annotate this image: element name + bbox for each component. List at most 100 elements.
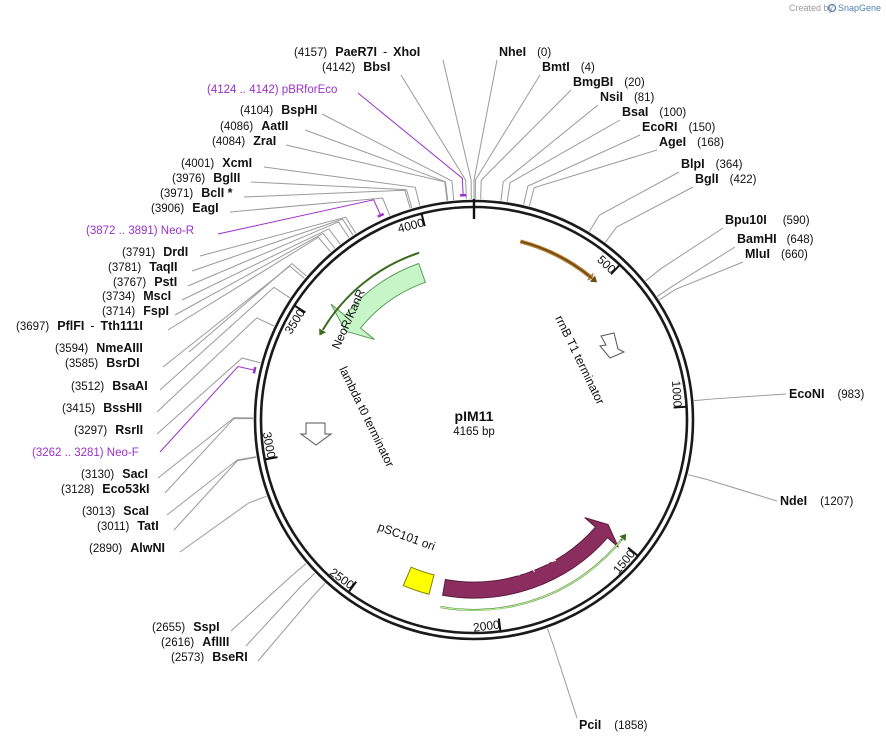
enzyme-label[interactable]: (2890)AlwNI bbox=[89, 541, 165, 555]
enzyme-label[interactable]: (3130)SacI bbox=[81, 467, 148, 481]
enzyme-leader-line bbox=[659, 261, 744, 301]
enzyme-label[interactable]: BmgBI(20) bbox=[573, 75, 645, 89]
enzyme-leader-line bbox=[187, 221, 350, 287]
enzyme-label[interactable]: (3011)TatI bbox=[97, 519, 159, 533]
rrnb-feature-arc[interactable] bbox=[519, 239, 594, 281]
enzyme-label[interactable]: (3297)RsrII bbox=[74, 423, 143, 437]
enzyme-leader-line bbox=[588, 171, 680, 232]
enzyme-label[interactable]: (3697)PflFI-Tth111I bbox=[16, 319, 143, 333]
enzyme-label[interactable]: NdeI(1207) bbox=[780, 494, 854, 508]
enzyme-label[interactable]: BlpI(364) bbox=[681, 157, 743, 171]
enzyme-leader-line bbox=[199, 216, 357, 257]
primer-label-pbrforeco[interactable]: (4124 .. 4142) pBRforEco bbox=[207, 84, 337, 96]
primer-label-neo-r[interactable]: (3872 .. 3891) Neo-R bbox=[86, 225, 194, 237]
enzyme-leader-line bbox=[159, 286, 291, 391]
psc101-ori-block[interactable] bbox=[402, 566, 435, 595]
enzyme-label[interactable]: MluI(660) bbox=[745, 247, 808, 261]
enzyme-label[interactable]: (2573)BseRI bbox=[171, 650, 248, 664]
enzyme-label[interactable]: (3585)BsrDI bbox=[65, 356, 140, 370]
enzyme-labels-right: NheI(0) BmtI(4) BmgBI(20) NsiI(81) BsaI(… bbox=[499, 45, 864, 732]
enzyme-label[interactable]: (2616)AflIII bbox=[161, 635, 229, 649]
enzyme-leader-line bbox=[694, 393, 787, 402]
neor-kanr-feature-arc[interactable] bbox=[330, 262, 427, 340]
enzyme-label[interactable]: (2655)SspI bbox=[152, 620, 220, 634]
primer-leader-line bbox=[357, 92, 464, 195]
enzyme-label[interactable]: NsiI(81) bbox=[600, 90, 655, 104]
tick-mark bbox=[610, 264, 621, 275]
lambda-label: lambda t0 terminator bbox=[336, 364, 397, 469]
enzyme-label[interactable]: (3714)FspI bbox=[102, 304, 169, 318]
enzyme-leader-line bbox=[166, 456, 257, 516]
enzyme-label[interactable]: NheI(0) bbox=[499, 45, 551, 59]
features bbox=[299, 239, 627, 611]
enzyme-label[interactable]: (3781)TaqII bbox=[108, 260, 178, 274]
enzyme-label[interactable]: (4104)BspHI bbox=[240, 103, 317, 117]
enzyme-leader-line bbox=[400, 74, 467, 200]
tick-mark bbox=[420, 213, 426, 227]
enzyme-label[interactable]: (3128)Eco53kI bbox=[61, 482, 150, 496]
neor-direction-line bbox=[321, 251, 420, 331]
enzyme-label[interactable]: BglI(422) bbox=[695, 172, 757, 186]
tick-label: 2000 bbox=[472, 617, 501, 634]
enzyme-label[interactable]: (3415)BssHII bbox=[62, 401, 142, 415]
enzyme-leader-line bbox=[285, 144, 448, 201]
credit-brand: SnapGene bbox=[838, 3, 881, 13]
enzyme-label[interactable]: (3791)DrdI bbox=[122, 245, 188, 259]
enzyme-label[interactable]: AgeI(168) bbox=[659, 135, 724, 149]
rep101-feature-arc[interactable] bbox=[442, 517, 619, 599]
tick-label: 500 bbox=[594, 253, 618, 277]
enzyme-label[interactable]: (3976)BglII bbox=[172, 171, 240, 185]
enzyme-leader-line bbox=[645, 227, 724, 282]
enzyme-label[interactable]: BamHI(648) bbox=[737, 232, 814, 246]
enzyme-label[interactable]: (4084)ZraI bbox=[212, 134, 276, 148]
enzyme-label[interactable]: (4157)PaeR7I-XhoI bbox=[294, 45, 420, 59]
snapgene-logo-icon bbox=[827, 3, 837, 13]
enzyme-leader-line bbox=[229, 197, 391, 216]
enzyme-label[interactable]: BmtI(4) bbox=[542, 60, 595, 74]
enzyme-leader-line bbox=[156, 317, 275, 413]
enzyme-label[interactable]: (3594)NmeAIII bbox=[55, 341, 143, 355]
enzyme-leader-line bbox=[656, 246, 736, 297]
enzyme-leader-line bbox=[245, 572, 316, 647]
enzyme-leader-line bbox=[257, 582, 326, 662]
psc101-label: pSC101 ori bbox=[376, 520, 437, 554]
enzyme-label[interactable]: (3906)EagI bbox=[151, 201, 219, 215]
primer-label-neo-f[interactable]: (3262 .. 3281) Neo-F bbox=[32, 447, 139, 459]
primer-leader-line bbox=[217, 199, 381, 235]
rrnb-arrowhead bbox=[589, 275, 598, 283]
primer-leader-line bbox=[159, 365, 254, 453]
enzyme-label[interactable]: (3734)MscI bbox=[102, 289, 171, 303]
primer-bar[interactable] bbox=[252, 366, 257, 374]
enzyme-leader-line bbox=[304, 129, 449, 201]
enzyme-label[interactable]: (3013)ScaI bbox=[82, 504, 149, 518]
lambda-terminator-icon bbox=[299, 422, 333, 446]
enzyme-label[interactable]: (4142)BbsI bbox=[322, 60, 390, 74]
tick-label: 1000 bbox=[669, 380, 685, 408]
enzyme-label[interactable]: EcoRI(150) bbox=[642, 120, 715, 134]
enzyme-leader-line bbox=[188, 263, 307, 353]
enzyme-label[interactable]: BsaI(100) bbox=[622, 105, 686, 119]
enzyme-leader-line bbox=[523, 134, 641, 205]
enzyme-leader-line bbox=[442, 59, 472, 200]
rrnb-direction-line bbox=[520, 240, 593, 279]
enzyme-leader-line bbox=[243, 189, 411, 209]
enzyme-leader-line bbox=[546, 628, 578, 719]
enzyme-leader-line bbox=[156, 357, 261, 435]
enzyme-label[interactable]: Bpu10I(590) bbox=[725, 213, 810, 227]
rep101-direction-line-highlight bbox=[440, 539, 622, 611]
enzyme-label[interactable]: (4086)AatII bbox=[220, 119, 288, 133]
enzyme-label[interactable]: (3512)BsaAI bbox=[71, 379, 148, 393]
enzyme-label[interactable]: (3767)PstI bbox=[113, 275, 177, 289]
enzyme-label[interactable]: (4001)XcmI bbox=[181, 156, 252, 170]
enzyme-labels-left: (4157)PaeR7I-XhoI (4142)BbsI (4104)BspHI… bbox=[16, 45, 420, 664]
enzyme-label[interactable]: EcoNI(983) bbox=[789, 387, 864, 401]
rrnb-label: rrnB T1 terminator bbox=[552, 313, 607, 406]
enzyme-label[interactable]: (3971)BclI * bbox=[160, 186, 233, 200]
tick-mark bbox=[293, 304, 306, 314]
enzyme-leader-line bbox=[191, 218, 354, 272]
primer-bar[interactable] bbox=[377, 212, 385, 218]
enzyme-label[interactable]: PciI(1858) bbox=[579, 718, 648, 732]
tick-mark bbox=[627, 546, 639, 557]
enzyme-leader-line bbox=[250, 181, 413, 209]
rrnb-terminator-icon bbox=[599, 332, 626, 359]
